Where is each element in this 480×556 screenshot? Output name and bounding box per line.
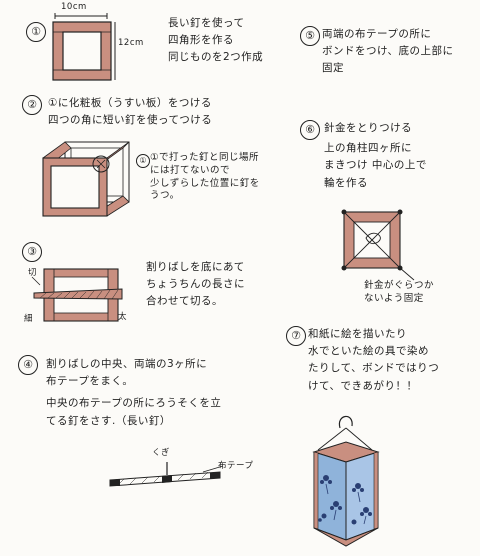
step-2-note-line-3: 少しずらした位置に釘を xyxy=(150,177,260,189)
step-4-line-4: てる釘をさす.（長い釘） xyxy=(46,414,171,427)
step-6-caption: 針金がぐらつか ないよう固定 xyxy=(364,280,434,306)
step-4-label-nail: くぎ xyxy=(152,448,171,458)
step-6-caption-line-2: ないよう固定 xyxy=(364,292,424,304)
step-6-line-1: 針金をとりつける xyxy=(324,122,413,134)
step-2-note: ①で打った釘と同じ場所 には打てないので 少しずらした位置に釘を うつ。 xyxy=(150,152,260,203)
step-7-line-3: たりして、ボンドではりつ xyxy=(308,362,440,375)
step-3-label-thin: 細 xyxy=(24,314,34,324)
step-7-number: ⑦ xyxy=(286,326,306,346)
step-4-line-2: 布テープをまく。 xyxy=(46,375,134,388)
step-1-width-label: 10cm xyxy=(61,2,87,12)
step-6-line-3: まきつけ 中心の上で xyxy=(324,159,427,172)
step-3-label-thick: 太 xyxy=(118,312,128,322)
step-4-label-tape: 布テープ xyxy=(218,461,254,471)
step-4-text: 割りばしの中央、両端の3ヶ所に 布テープをまく。 中央の布テープの所にろうそくを… xyxy=(46,357,221,428)
step-7-lantern-illustration xyxy=(312,415,380,547)
step-1-line-2: 四角形を作る xyxy=(168,34,234,47)
step-2-text: ①に化粧板（うすい板）をつける 四つの角に短い釘を使ってつける xyxy=(48,96,212,127)
step-3-number: ③ xyxy=(22,242,42,262)
step-6-line-4: 輪を作る xyxy=(324,176,368,189)
step-6-caption-line-1: 針金がぐらつか xyxy=(364,280,435,291)
step-2-line-1: ①に化粧板（うすい板）をつける xyxy=(48,97,212,109)
step-1-line-3: 同じものを2つ作成 xyxy=(168,51,264,64)
step-5-line-2: ボンドをつけ、底の上部に xyxy=(322,45,454,58)
step-7-text: 和紙に絵を描いたり 水でといた絵の具で染め たりして、ボンドではりつ けて、でき… xyxy=(308,327,439,393)
step-2-number: ② xyxy=(22,95,42,115)
step-4-line-1: 割りばしの中央、両端の3ヶ所に xyxy=(46,358,208,370)
step-6-line-2: 上の角柱四ヶ所に xyxy=(324,142,412,155)
step-4-number: ④ xyxy=(18,355,38,375)
step-3-line-1: 割りばしを底にあて xyxy=(146,261,245,273)
step-5-line-3: 固定 xyxy=(322,62,344,75)
step-3-chopstick-diagram xyxy=(31,268,123,322)
step-7-line-1: 和紙に絵を描いたり xyxy=(308,328,407,340)
step-1-height-label: 12cm xyxy=(118,38,144,48)
step-2-cube-diagram xyxy=(42,141,130,217)
step-2-note-marker: ① xyxy=(136,154,150,168)
step-1-text: 長い釘を使って 四角形を作る 同じものを2つ作成 xyxy=(168,16,263,65)
step-3-line-3: 合わせて切る。 xyxy=(146,295,223,308)
step-2-note-line-4: うつ。 xyxy=(150,190,180,202)
step-4-stick-diagram xyxy=(109,462,224,487)
step-3-label-cut: 切 xyxy=(28,268,38,278)
step-6-wire-diagram xyxy=(341,209,415,281)
step-3-text: 割りばしを底にあて ちょうちんの長さに 合わせて切る。 xyxy=(146,260,245,309)
step-2-note-line-2: には打てないので xyxy=(150,164,231,176)
step-1-frame-diagram xyxy=(52,13,116,81)
step-4-line-3: 中央の布テープの所にろうそくを立 xyxy=(46,397,222,410)
step-6-text: 針金をとりつける 上の角柱四ヶ所に まきつけ 中心の上で 輪を作る xyxy=(324,121,427,190)
step-2-note-line-1: ①で打った釘と同じ場所 xyxy=(150,152,260,163)
step-5-line-1: 両端の布テープの所に xyxy=(322,28,432,40)
step-2-line-2: 四つの角に短い釘を使ってつける xyxy=(48,114,213,127)
step-3-line-2: ちょうちんの長さに xyxy=(146,278,245,291)
step-5-text: 両端の布テープの所に ボンドをつけ、底の上部に 固定 xyxy=(322,27,453,76)
step-7-line-2: 水でといた絵の具で染め xyxy=(308,345,429,358)
step-1-number: ① xyxy=(26,22,46,42)
step-1-line-1: 長い釘を使って xyxy=(168,17,245,29)
step-7-line-4: けて、できあがり！！ xyxy=(308,379,418,392)
step-5-number: ⑤ xyxy=(300,26,320,46)
step-6-number: ⑥ xyxy=(300,120,320,140)
